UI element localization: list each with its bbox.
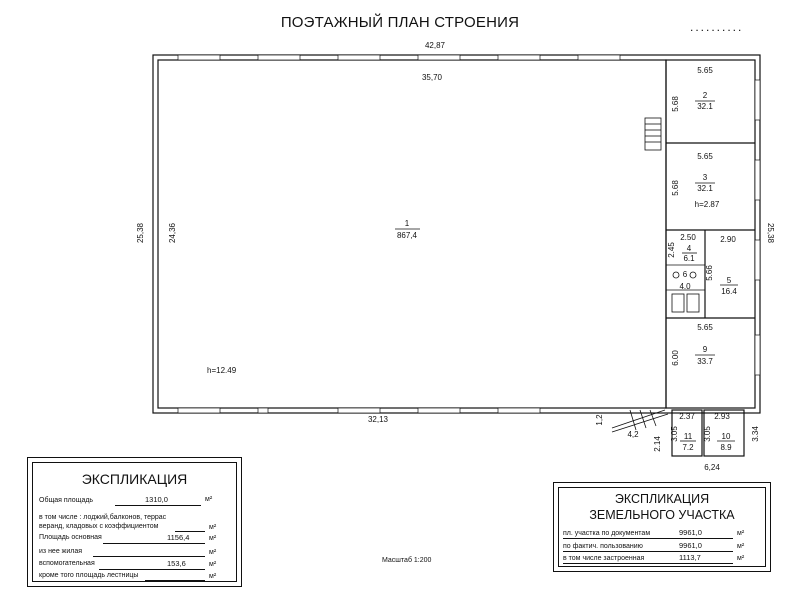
explication-row-label: вспомогательная xyxy=(39,560,95,567)
land-row-label: по фактич. пользованию xyxy=(563,543,643,550)
bottom-windows xyxy=(177,407,541,414)
dim-annex-width: 6,24 xyxy=(704,463,720,472)
room-1-area: 867,4 xyxy=(397,231,418,240)
room-4-area: 6.1 xyxy=(683,254,695,263)
stair-top xyxy=(644,117,662,151)
annex-partitions xyxy=(666,142,755,319)
dim-right-outer: 25,38 xyxy=(766,223,775,244)
room-2-depth: 5.68 xyxy=(671,96,680,112)
room-11-wall xyxy=(671,409,703,457)
land-row-value: 9961,0 xyxy=(679,528,702,537)
room-9-number: 9 xyxy=(703,345,708,354)
explication-title: ЭКСПЛИКАЦИЯ xyxy=(81,471,188,487)
outer-wall xyxy=(152,54,761,414)
room-9-width: 5.65 xyxy=(697,323,713,332)
room-11-area: 7.2 xyxy=(682,443,694,452)
room-2-number: 2 xyxy=(703,91,708,100)
room-5-depth: 5.66 xyxy=(705,265,714,281)
dim-left-inner: 24,36 xyxy=(168,222,177,243)
room-9-area: 33.7 xyxy=(697,357,713,366)
explication-row-label: кроме того площадь лестницы xyxy=(39,572,139,579)
room-6-number: 6 xyxy=(683,270,688,279)
explication-row-unit: м² xyxy=(209,535,217,542)
room-3-depth: 5.68 xyxy=(671,180,680,196)
explication-box: ЭКСПЛИКАЦИЯ Общая площадь 1310,0 м² в то… xyxy=(27,457,242,587)
explication-row-unit: м² xyxy=(209,573,217,580)
land-row-unit: м² xyxy=(737,530,745,537)
room-4-number: 4 xyxy=(687,244,692,253)
room-10-depth: 3.05 xyxy=(703,426,712,442)
annex-wall xyxy=(665,59,756,409)
dim-left-outer: 25,38 xyxy=(136,222,145,243)
room-1-height: h=12.49 xyxy=(207,366,237,375)
room-11-depth: 3.05 xyxy=(670,426,679,442)
explication-row-value: 1310,0 xyxy=(145,495,168,504)
room-5-number: 5 xyxy=(727,276,732,285)
room-6-area: 4.0 xyxy=(679,282,691,291)
room-11-width: 2.37 xyxy=(679,412,695,421)
room-10-width: 2.93 xyxy=(714,412,730,421)
room-10-area: 8.9 xyxy=(720,443,732,452)
land-explication-box: ЭКСПЛИКАЦИЯ ЗЕМЕЛЬНОГО УЧАСТКА пл. участ… xyxy=(553,482,771,572)
room-1-number: 1 xyxy=(405,219,410,228)
room-3-width: 5.65 xyxy=(697,152,713,161)
room-10-wall xyxy=(703,409,745,457)
explication-row-unit: м² xyxy=(209,561,217,568)
land-row-label: в том числе застроенная xyxy=(563,555,645,562)
explication-row-label: Площадь основная xyxy=(39,534,102,541)
room-11-side: 2.14 xyxy=(653,436,662,452)
land-row-value: 1113,7 xyxy=(679,553,701,562)
land-row-unit: м² xyxy=(737,543,745,550)
room-10-number: 10 xyxy=(722,432,731,441)
land-row-unit: м² xyxy=(737,555,745,562)
explication-row-label: из нее жилая xyxy=(39,548,83,555)
corner-dots: .......... xyxy=(690,20,744,34)
room-10-side: 3.34 xyxy=(751,426,760,442)
land-row-label: пл. участка по документам xyxy=(563,530,651,537)
scale-label: Масштаб 1:200 xyxy=(382,557,432,564)
dim-top-inner: 35,70 xyxy=(422,73,443,82)
stair-bottom xyxy=(611,409,669,433)
explication-row-label: веранд, кладовых с коэффициентом xyxy=(39,523,159,530)
explication-row-value: 1156,4 xyxy=(167,533,190,542)
room-5-area: 16.4 xyxy=(721,287,737,296)
dim-top-outer: 42,87 xyxy=(425,41,446,50)
explication-row-unit: м² xyxy=(209,549,217,556)
room-4-depth: 2.45 xyxy=(667,242,676,258)
room-4-width: 2.50 xyxy=(680,233,696,242)
room-3-height: h=2.87 xyxy=(695,200,720,209)
explication-row-unit: м² xyxy=(205,496,213,503)
room-9-depth: 6.00 xyxy=(671,350,680,366)
land-row-value: 9961,0 xyxy=(679,541,702,550)
dim-bottom-inner: 32,13 xyxy=(368,415,389,424)
explication-row-label: в том числе : лоджий,балконов, террас xyxy=(39,514,167,521)
dim-stair-w: 1,2 xyxy=(595,414,604,426)
explication-row-unit: м² xyxy=(209,524,217,531)
land-explication-title-2: ЗЕМЕЛЬНОГО УЧАСТКА xyxy=(589,508,735,522)
room-2-width: 5.65 xyxy=(697,66,713,75)
explication-row-label: Общая площадь xyxy=(39,497,94,504)
right-windows xyxy=(754,79,761,376)
room-3-number: 3 xyxy=(703,173,708,182)
land-explication-title-1: ЭКСПЛИКАЦИЯ xyxy=(614,492,710,506)
room-2-area: 32.1 xyxy=(697,102,713,111)
dim-stair-l: 4,2 xyxy=(627,430,639,439)
room-5-width: 2.90 xyxy=(720,235,736,244)
explication-row-value: 153,6 xyxy=(167,559,186,568)
room-3-area: 32.1 xyxy=(697,184,713,193)
room-11-number: 11 xyxy=(684,432,693,441)
top-windows xyxy=(177,54,621,61)
page-title: ПОЭТАЖНЫЙ ПЛАН СТРОЕНИЯ xyxy=(280,14,520,31)
